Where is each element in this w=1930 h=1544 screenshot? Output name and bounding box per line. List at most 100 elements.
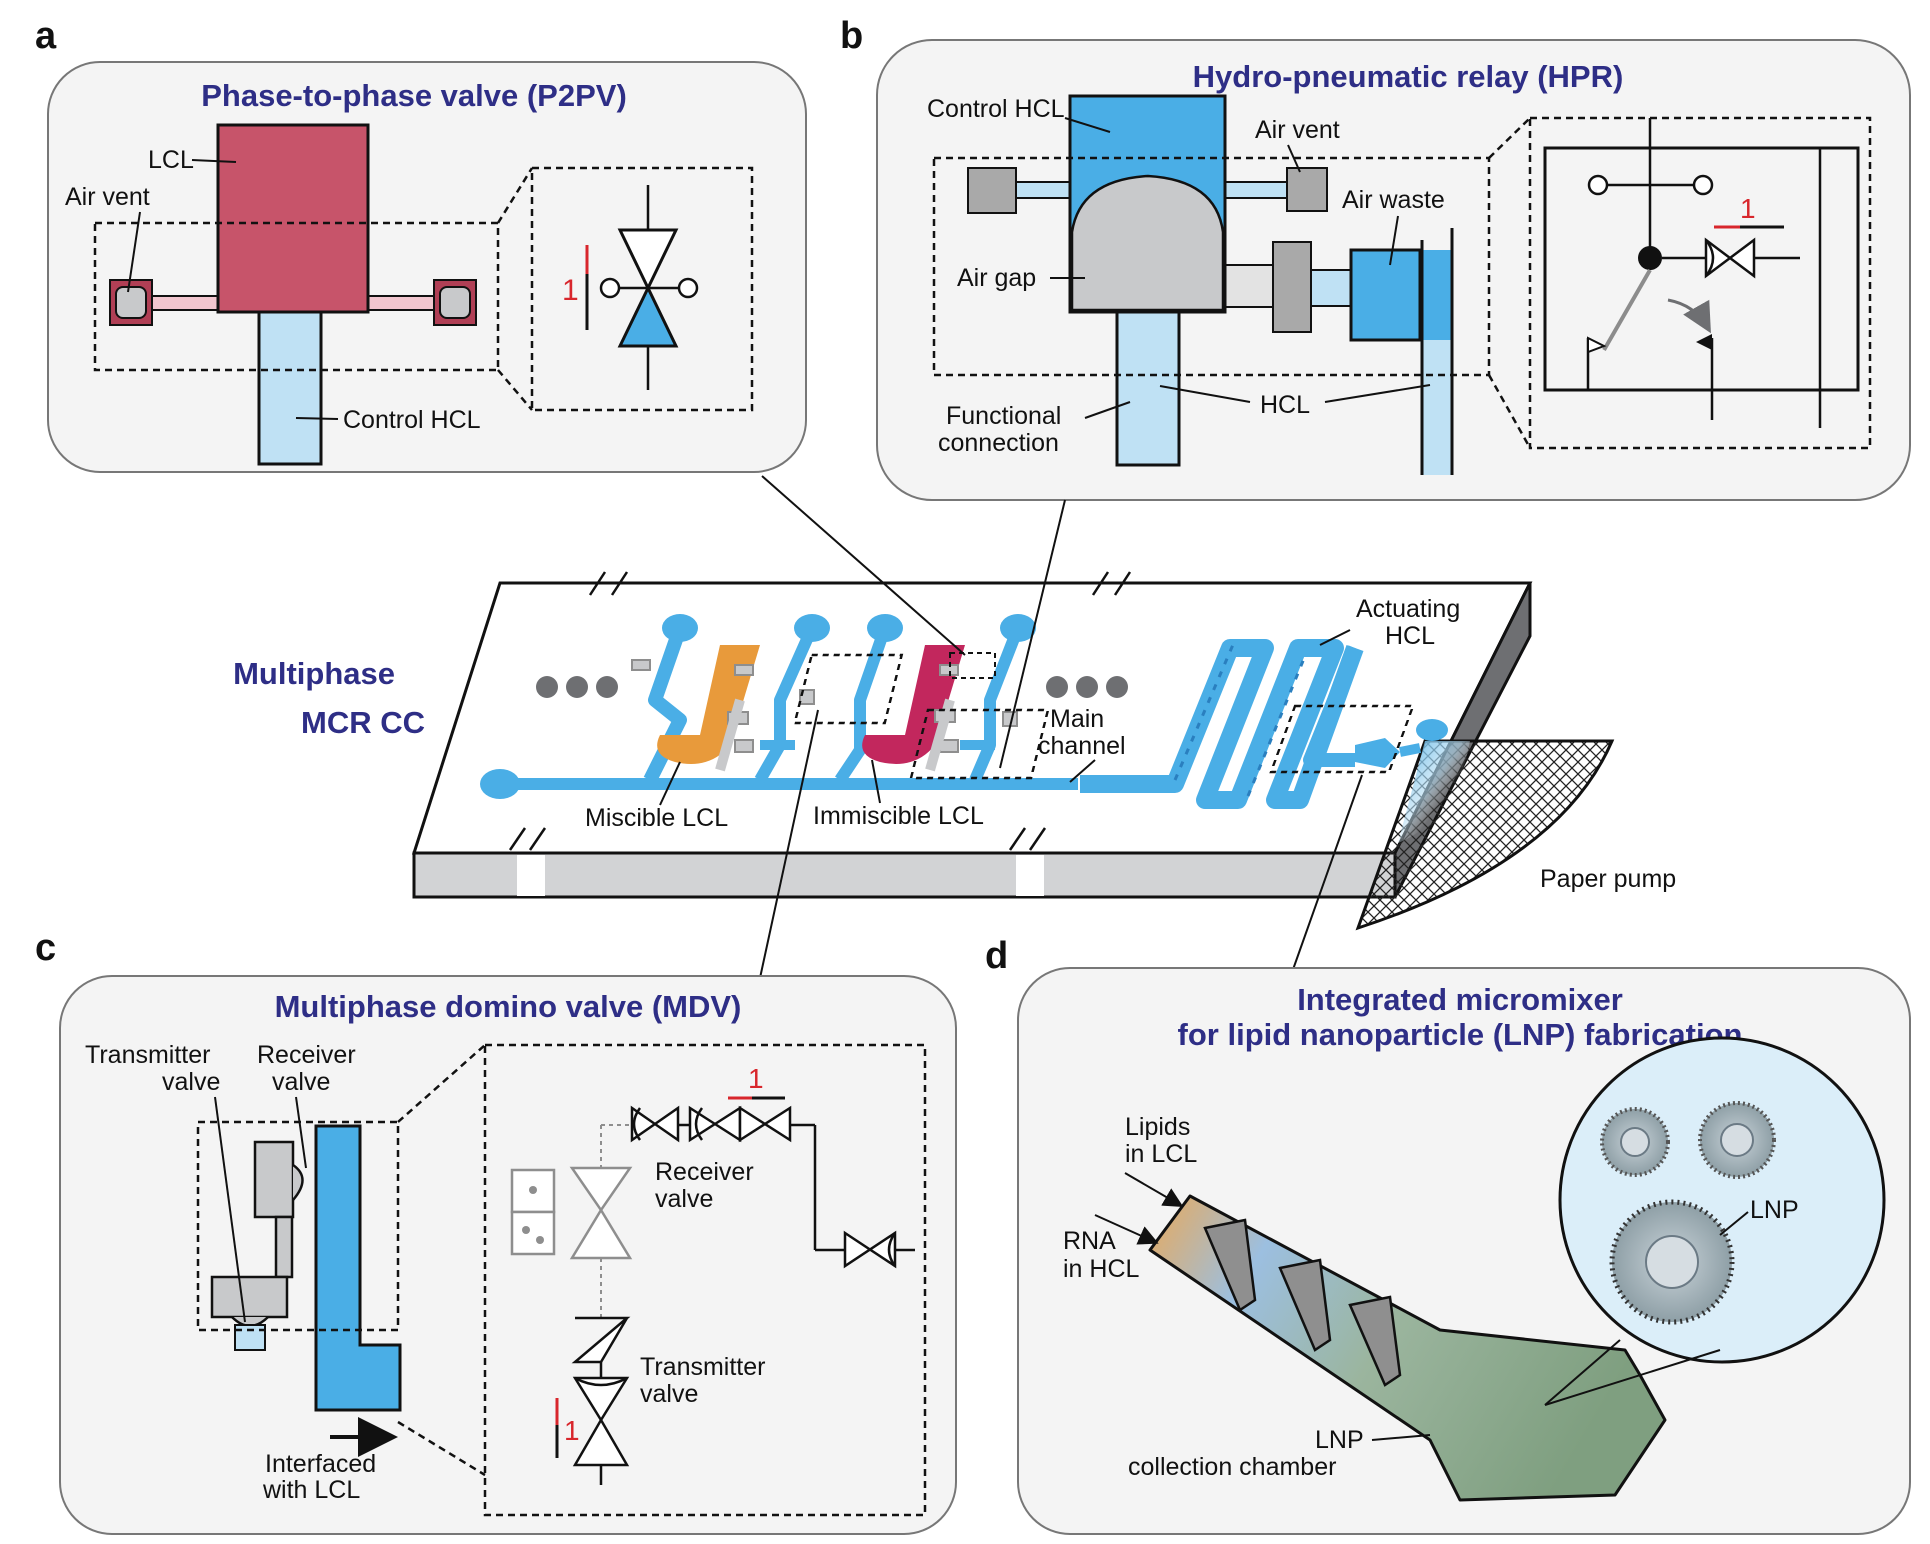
break-mark — [528, 827, 547, 851]
hpr-one: 1 — [1740, 193, 1756, 224]
panel-c-letter: c — [35, 927, 56, 969]
p2pv-symbol-box — [530, 166, 754, 412]
serpentine-mixer — [1080, 639, 1364, 809]
main-channel — [498, 778, 1078, 790]
mag-line — [1544, 1349, 1721, 1406]
label-transmitter-sym-2: valve — [640, 1380, 698, 1408]
mag-line — [1544, 1339, 1621, 1406]
vent-channel-left — [1014, 181, 1071, 199]
ellipsis-dot — [596, 676, 618, 698]
zoom-line — [1487, 374, 1532, 449]
zoom-line — [497, 369, 533, 411]
lnp-particles — [1600, 1101, 1776, 1325]
center-title-2: MCR CC — [301, 705, 425, 740]
mixer-outlet — [1303, 645, 1362, 767]
label-receiver-sym-2: valve — [655, 1185, 713, 1213]
chip-break — [517, 855, 545, 896]
panel-d-title-2: for lipid nanoparticle (LNP) fabrication — [1178, 1017, 1743, 1052]
mixer-chamber — [1355, 738, 1400, 768]
air-gap-meniscus — [1070, 174, 1225, 312]
label-receiver-sym-1: Receiver — [655, 1158, 754, 1186]
label-rna-1: RNA — [1063, 1227, 1116, 1255]
hpr-symbol: 1 — [1543, 118, 1860, 428]
break-mark — [1113, 571, 1132, 596]
leader — [1319, 629, 1351, 646]
label-transmitter-2: valve — [162, 1068, 220, 1096]
label-actuating-2: HCL — [1385, 622, 1435, 650]
mdv-region — [793, 653, 904, 725]
label-lnp: LNP — [1750, 1196, 1799, 1224]
label-air-vent-b: Air vent — [1255, 116, 1340, 144]
mdv-zoom-region — [196, 1120, 400, 1332]
lnp-magnification — [1558, 1036, 1886, 1364]
mdv-symbol: 1 1 — [510, 1063, 915, 1485]
panel-d-title-1: Integrated micromixer — [1297, 982, 1623, 1017]
break-mark — [588, 571, 607, 596]
lipids-arrow — [1124, 1172, 1184, 1208]
mixer-baffles — [1203, 1218, 1402, 1387]
leader — [214, 1096, 246, 1323]
leader — [1064, 117, 1111, 133]
hcl-channels — [643, 614, 1036, 784]
panel-a-title: Phase-to-phase valve (P2PV) — [201, 78, 627, 113]
mcr-chip: Multiphase MCR CC — [233, 475, 1676, 979]
lcl-block — [216, 123, 370, 314]
label-air-waste: Air waste — [1342, 186, 1445, 214]
hpr-region — [909, 708, 1050, 780]
vent-box-right — [1286, 167, 1328, 212]
label-collection-1: LNP — [1315, 1426, 1364, 1454]
valve-link — [274, 1215, 294, 1279]
panel-c-title: Multiphase domino valve (MDV) — [275, 989, 742, 1024]
label-control-hcl: Control HCL — [343, 406, 481, 434]
paper-pump-wet — [1398, 741, 1470, 843]
label-functional-2: connection — [938, 429, 1059, 457]
air-vent-channel-left — [151, 295, 225, 311]
panel-a-letter: a — [35, 15, 57, 57]
label-receiver-2: valve — [272, 1068, 330, 1096]
hpr-zoom-region — [932, 156, 1491, 377]
leader — [1287, 144, 1301, 173]
center-title-1: Multiphase — [233, 656, 395, 691]
p2pv-one: 1 — [562, 274, 579, 307]
panel-a: a Phase-to-phase valve (P2PV) 1 — [35, 15, 807, 473]
leader — [1719, 1211, 1749, 1236]
waste-link — [1310, 269, 1352, 307]
label-immiscible: Immiscible LCL — [813, 802, 984, 830]
label-paper-pump: Paper pump — [1540, 865, 1676, 893]
outlet-reservoir — [1416, 719, 1448, 741]
break-mark — [1091, 571, 1110, 596]
label-collection-2: collection chamber — [1128, 1453, 1336, 1481]
label-lipids-2: in LCL — [1125, 1140, 1197, 1168]
vent-box-left — [967, 167, 1017, 214]
air-vent-right-inner — [439, 286, 471, 319]
label-air-gap: Air gap — [957, 264, 1036, 292]
leader — [659, 761, 681, 806]
grey-valves — [631, 659, 1018, 772]
label-transmitter-1: Transmitter — [85, 1041, 210, 1069]
mdv-symbol-box — [483, 1043, 927, 1517]
receiver-valve-meniscus — [292, 1163, 304, 1201]
label-transmitter-sym-1: Transmitter — [640, 1353, 765, 1381]
label-hcl: HCL — [1260, 391, 1310, 419]
panel-c: c Multiphase domino valve (MDV) — [35, 927, 957, 1535]
air-vent-channel-right — [365, 295, 437, 311]
air-gap-link — [1224, 264, 1274, 308]
leader — [1069, 759, 1096, 783]
ellipsis-dot — [566, 676, 588, 698]
leader — [1159, 385, 1251, 403]
callout-b — [999, 499, 1066, 769]
air-vent-left-inner — [115, 286, 147, 319]
leader — [295, 1096, 307, 1169]
label-interfaced-2: with LCL — [262, 1476, 360, 1504]
label-air-vent: Air vent — [65, 183, 150, 211]
panel-d: d Integrated micromixer for lipid nanopa… — [985, 935, 1911, 1535]
chip-front-edge — [412, 851, 1397, 899]
mdv-hcl-channel — [314, 1124, 402, 1412]
ellipsis-dot — [1106, 676, 1128, 698]
break-mark — [1028, 827, 1047, 851]
p2pv-region — [949, 652, 996, 679]
zoom-line — [1488, 117, 1531, 159]
panel-b-letter: b — [840, 15, 863, 57]
p2pv-zoom-region — [93, 221, 500, 372]
label-miscible: Miscible LCL — [585, 804, 728, 832]
